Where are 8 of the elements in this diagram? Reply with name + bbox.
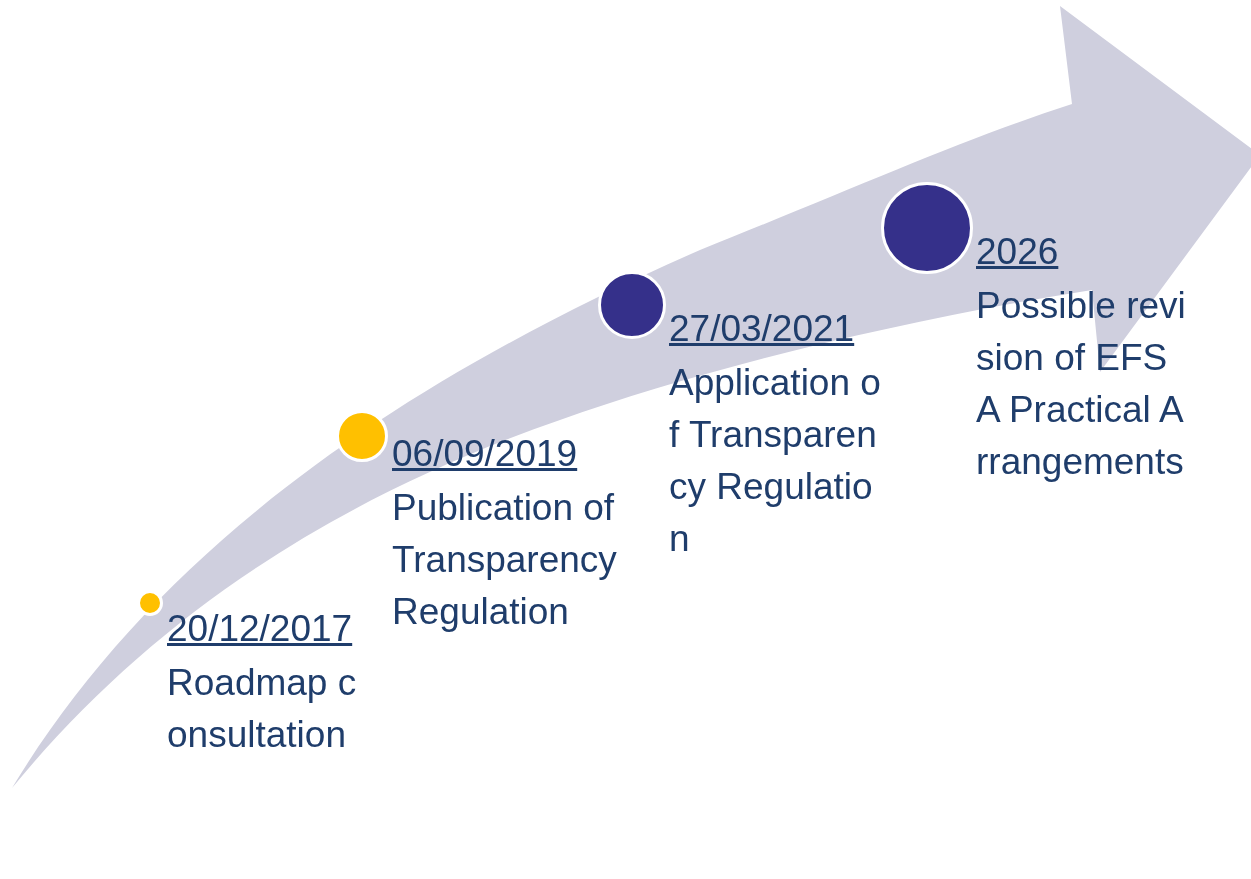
date-label: 27/03/2021	[669, 307, 856, 351]
milestone-text: Application of Transparency Regulation	[669, 361, 882, 561]
milestone-text: Possible revision of EFSA Practical Arrangements	[976, 284, 1186, 484]
date-label: 20/12/2017	[167, 607, 354, 651]
date-label: 2026	[976, 230, 1060, 274]
date-label: 06/09/2019	[392, 432, 579, 476]
milestone-text: Publication of Transparency Regulation	[392, 486, 618, 634]
milestone-text: Roadmap consultation	[167, 661, 357, 757]
